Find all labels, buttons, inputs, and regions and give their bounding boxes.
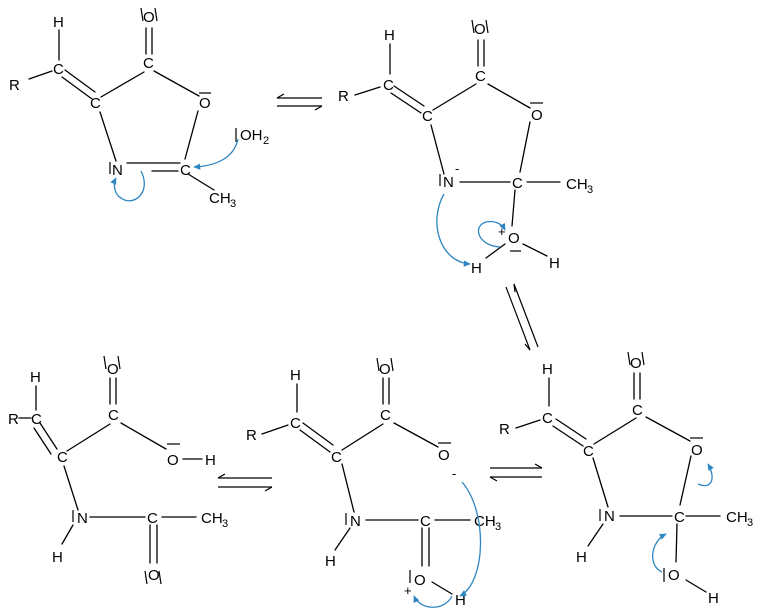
atom-c: C bbox=[380, 407, 391, 424]
equilibrium-arrow-icon bbox=[276, 93, 323, 111]
atom-o: O bbox=[691, 442, 703, 459]
atom-r: R bbox=[338, 88, 349, 105]
atom-h: H bbox=[52, 549, 63, 566]
atom-o: O bbox=[414, 572, 426, 589]
charge-minus: - bbox=[452, 466, 456, 481]
atom-h: H bbox=[549, 255, 560, 272]
atom-r: R bbox=[246, 427, 257, 444]
atom-c: C bbox=[57, 449, 68, 466]
atom-h: H bbox=[325, 553, 336, 570]
atom-c: C bbox=[674, 509, 685, 526]
subscript-3: 3 bbox=[747, 517, 753, 529]
atom-c: C bbox=[632, 402, 643, 419]
charge-plus: + bbox=[498, 224, 506, 239]
curved-electron-arrow-icon bbox=[110, 170, 145, 202]
atom-h: H bbox=[290, 367, 301, 384]
atom-o: O bbox=[167, 452, 179, 469]
atom-c: C bbox=[90, 95, 101, 112]
atom-o: O bbox=[630, 355, 642, 372]
atom-o: O bbox=[199, 95, 211, 112]
equilibrium-arrow-icon bbox=[505, 283, 539, 351]
equilibrium-arrow-icon bbox=[489, 463, 543, 482]
atom-r: R bbox=[499, 421, 510, 438]
atom-h: H bbox=[471, 260, 482, 277]
atom-c: C bbox=[512, 175, 523, 192]
atom-h: H bbox=[205, 452, 216, 469]
atom-c: C bbox=[422, 108, 433, 125]
structure-2-tetrahedral-intermediate: H R C C C O O N - C CH 3 + O H H bbox=[338, 19, 593, 277]
atom-c: C bbox=[420, 513, 431, 530]
atom-ch: CH bbox=[566, 176, 588, 193]
atom-o: O bbox=[668, 567, 680, 584]
atom-c: C bbox=[383, 77, 394, 94]
charge-minus: - bbox=[455, 161, 459, 176]
equilibrium-arrow-icon bbox=[217, 473, 273, 492]
atom-n: N bbox=[112, 162, 123, 179]
atom-c: C bbox=[53, 61, 64, 78]
structure-3-ring-opened-acid: H R C C C O O H N C CH 3 H O bbox=[8, 355, 228, 585]
atom-h: H bbox=[384, 27, 395, 44]
atom-h: H bbox=[30, 369, 41, 386]
atom-h: H bbox=[455, 592, 466, 609]
atom-c: C bbox=[290, 415, 301, 432]
atom-o: O bbox=[531, 107, 543, 124]
atom-ch: CH bbox=[201, 510, 223, 527]
atom-c: C bbox=[147, 510, 158, 527]
atom-n: N bbox=[604, 508, 615, 525]
curved-electron-arrow-icon bbox=[652, 533, 667, 573]
atom-r: R bbox=[9, 77, 20, 94]
atom-n: N bbox=[350, 513, 361, 530]
curved-electron-arrow-icon bbox=[477, 220, 506, 248]
atom-c: C bbox=[143, 55, 154, 72]
structure-5-protonated-intermediate: H R C C C O O N C CH 3 H O H bbox=[499, 351, 753, 607]
charge-plus: + bbox=[404, 583, 412, 598]
curved-electron-arrow-icon bbox=[436, 193, 471, 267]
atom-o: O bbox=[143, 9, 155, 26]
structure-1-oxazolone: H R C C C O O N C CH 3 OH 2 bbox=[9, 7, 269, 210]
curved-electron-arrow-icon bbox=[193, 138, 239, 170]
atom-c: C bbox=[180, 162, 191, 179]
atom-o: O bbox=[474, 21, 486, 38]
atom-h: H bbox=[53, 14, 64, 31]
atom-ch: CH bbox=[726, 509, 748, 526]
atom-o: O bbox=[508, 230, 520, 247]
atom-o: O bbox=[107, 361, 119, 378]
curved-electron-arrow-icon bbox=[459, 481, 482, 597]
atom-o: O bbox=[148, 567, 160, 584]
subscript-3: 3 bbox=[495, 521, 501, 533]
atom-r: R bbox=[8, 411, 19, 428]
atom-c: C bbox=[331, 449, 342, 466]
atom-n: N bbox=[443, 174, 454, 191]
atom-o: O bbox=[438, 447, 450, 464]
subscript-3: 3 bbox=[222, 518, 228, 530]
atom-o: O bbox=[379, 361, 391, 378]
atom-ch: CH bbox=[209, 190, 231, 207]
atom-h: H bbox=[576, 549, 587, 566]
structure-4-ring-opened-cation: H R C C C O O - N C CH 3 H + O H bbox=[246, 357, 501, 609]
atom-c: C bbox=[108, 407, 119, 424]
atom-n: N bbox=[77, 510, 88, 527]
atom-h: H bbox=[708, 590, 719, 607]
atom-c: C bbox=[542, 410, 553, 427]
curved-electron-arrow-icon bbox=[413, 595, 453, 608]
subscript-3: 3 bbox=[230, 198, 236, 210]
curved-electron-arrow-icon bbox=[697, 463, 714, 487]
atom-c: C bbox=[583, 443, 594, 460]
subscript-3: 3 bbox=[587, 184, 593, 196]
atom-c: C bbox=[31, 411, 42, 428]
subscript-2: 2 bbox=[263, 135, 269, 147]
atom-oh: OH bbox=[240, 127, 263, 144]
atom-h: H bbox=[542, 361, 553, 378]
atom-c: C bbox=[475, 68, 486, 85]
